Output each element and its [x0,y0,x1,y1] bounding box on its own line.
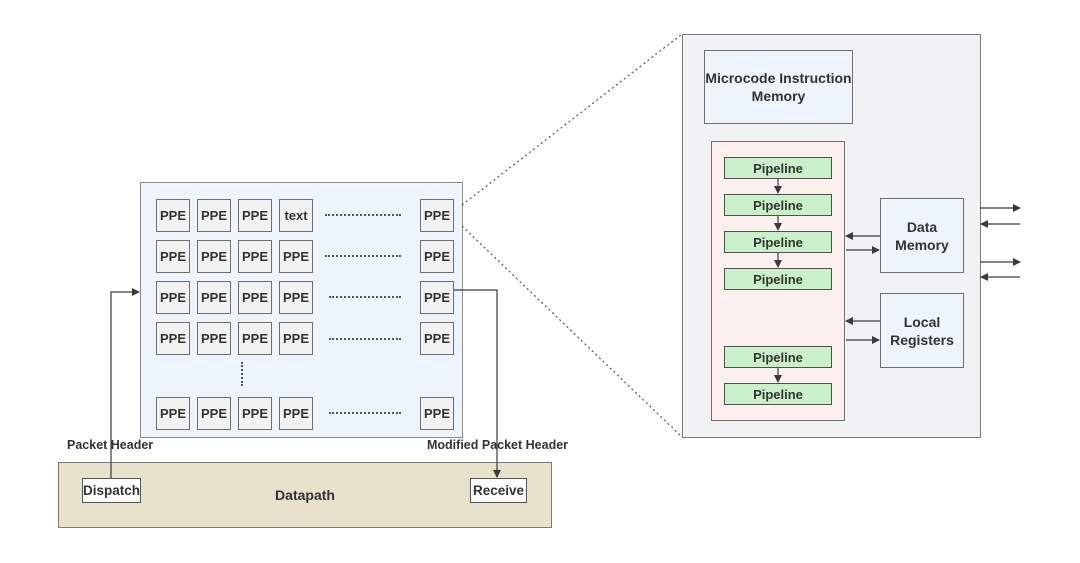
dispatch-box: Dispatch [82,478,141,503]
ppe-cell: PPE [156,240,190,273]
ppe-cell: PPE [197,322,231,355]
pipeline-stage: Pipeline [724,157,832,179]
zoom-guide-line [461,225,683,438]
ppe-cell: PPE [197,199,231,232]
modified-packet-header-label: Modified Packet Header [427,438,569,452]
ppe-cell: PPE [238,281,272,314]
pipeline-stage: Pipeline [724,194,832,216]
datapath-label: Datapath [275,487,335,503]
ppe-cell: PPE [279,322,313,355]
ppe-cell: PPE [238,199,272,232]
ellipsis-row [325,214,401,216]
vertical-ellipsis [241,362,243,386]
local-registers: Local Registers [880,293,964,368]
ppe-cell: PPE [238,240,272,273]
ppe-cell: PPE [197,281,231,314]
ellipsis-row [325,255,401,257]
ppe-cell: PPE [420,322,454,355]
ppe-cell: PPE [420,240,454,273]
pipeline-stage: Pipeline [724,268,832,290]
ppe-cell: PPE [197,397,231,430]
ppe-cell: text [279,199,313,232]
data-memory: Data Memory [880,198,964,273]
ppe-cell: PPE [279,281,313,314]
ellipsis-row [329,412,401,414]
ppe-cell: PPE [197,240,231,273]
ppe-cell: PPE [238,322,272,355]
ppe-cell: PPE [156,397,190,430]
packet-header-label: Packet Header [67,438,154,452]
ppe-cell: PPE [279,397,313,430]
zoom-guide-line [461,33,683,206]
pipeline-stage: Pipeline [724,346,832,368]
microcode-instruction-memory: Microcode Instruction Memory [704,50,853,124]
ppe-cell: PPE [420,281,454,314]
ppe-cell: PPE [238,397,272,430]
ellipsis-row [329,338,401,340]
receive-box: Receive [470,478,527,503]
pipeline-stage: Pipeline [724,383,832,405]
ppe-cell: PPE [420,397,454,430]
pipeline-stage: Pipeline [724,231,832,253]
ppe-cell: PPE [420,199,454,232]
ppe-cell: PPE [156,322,190,355]
ellipsis-row [329,296,401,298]
ppe-cell: PPE [156,281,190,314]
ppe-cell: PPE [156,199,190,232]
ppe-cell: PPE [279,240,313,273]
